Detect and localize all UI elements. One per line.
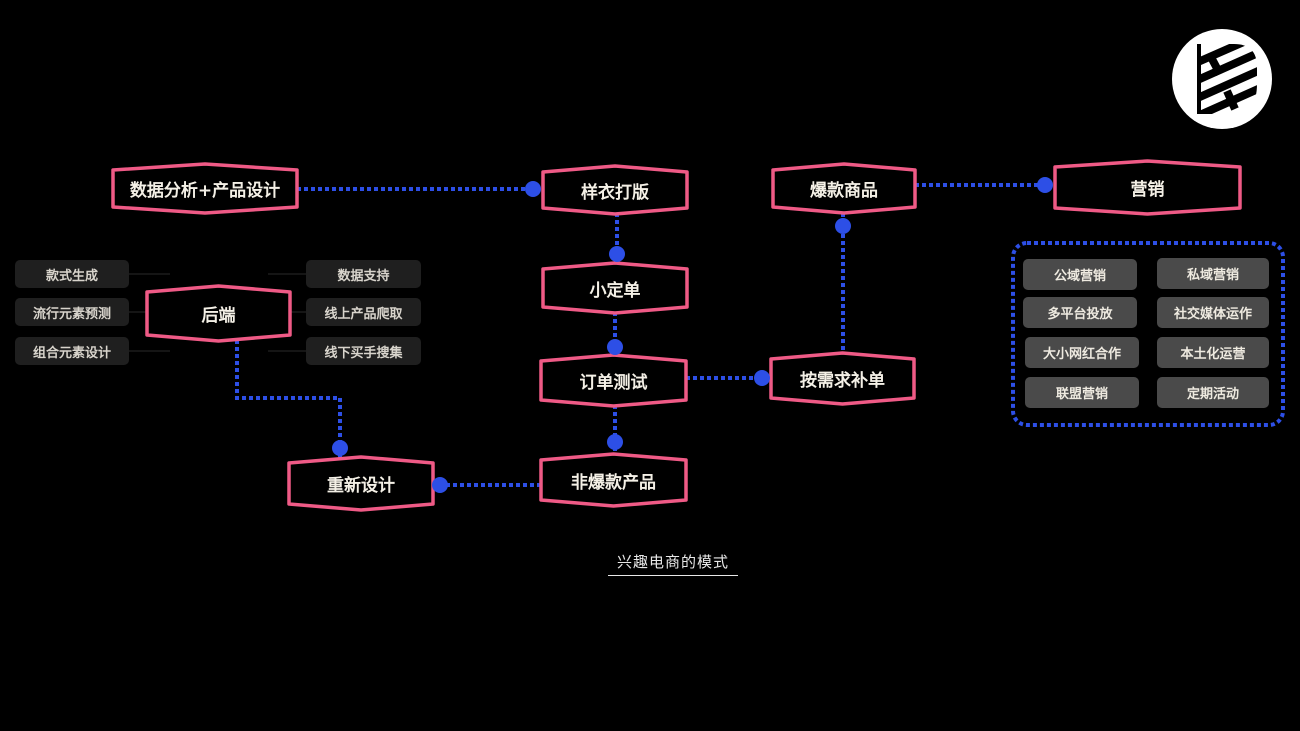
connector-dot bbox=[525, 181, 541, 197]
backend-source-pill: 线上产品爬取 bbox=[306, 298, 421, 326]
marketing-item: 本土化运营 bbox=[1157, 337, 1269, 368]
marketing-item: 联盟营销 bbox=[1025, 377, 1139, 408]
hexagon-node-shape bbox=[541, 164, 689, 216]
node-order-test: 订单测试 bbox=[579, 373, 648, 393]
hexagon-node-shape bbox=[145, 284, 292, 343]
marketing-item: 大小网红合作 bbox=[1025, 337, 1139, 368]
backend-feature-pill: 组合元素设计 bbox=[15, 337, 129, 365]
marketing-item: 公域营销 bbox=[1023, 259, 1137, 290]
connector-dot bbox=[607, 339, 623, 355]
hexagon-node-shape bbox=[539, 452, 688, 508]
node-small-order: 小定单 bbox=[589, 280, 641, 301]
node-non-hot: 非爆款产品 bbox=[571, 472, 656, 493]
marketing-item: 定期活动 bbox=[1157, 377, 1269, 408]
hexagon-node-shape bbox=[539, 353, 688, 408]
diagram-caption: 兴趣电商的模式 bbox=[608, 551, 738, 576]
node-data-analysis: 数据分析+产品设计 bbox=[129, 181, 281, 201]
connector-dot bbox=[835, 218, 851, 234]
marketing-item: 私域营销 bbox=[1157, 258, 1269, 289]
hexagon-node-shape bbox=[769, 351, 916, 406]
node-marketing: 营销 bbox=[1130, 180, 1165, 200]
connector-dot bbox=[607, 434, 623, 450]
backend-source-pill: 数据支持 bbox=[306, 260, 421, 288]
marketing-item: 社交媒体运作 bbox=[1157, 297, 1269, 328]
dotted-connector bbox=[235, 340, 342, 459]
node-backend: 后端 bbox=[201, 306, 236, 326]
node-hot-product: 爆款商品 bbox=[810, 181, 878, 201]
backend-feature-pill: 流行元素预测 bbox=[15, 298, 129, 326]
connector-dot bbox=[1037, 177, 1053, 193]
hexagon-node-shape bbox=[111, 162, 299, 215]
node-redesign: 重新设计 bbox=[327, 476, 395, 496]
backend-feature-pill: 款式生成 bbox=[15, 260, 129, 288]
connector-dot bbox=[432, 477, 448, 493]
backend-source-pill: 线下买手搜集 bbox=[306, 337, 421, 365]
marketing-group-frame bbox=[1011, 241, 1285, 427]
hexagon-node-shape bbox=[541, 261, 689, 315]
hexagon-node-shape bbox=[1053, 159, 1242, 216]
node-sample: 样衣打版 bbox=[581, 182, 649, 203]
node-restock: 按需求补单 bbox=[800, 371, 885, 391]
brand-logo-icon bbox=[1172, 29, 1272, 129]
connector-dot bbox=[754, 370, 770, 386]
hexagon-node-shape bbox=[287, 455, 435, 512]
hexagon-node-shape bbox=[771, 162, 917, 215]
connector-dot bbox=[609, 246, 625, 262]
connector-dot bbox=[332, 440, 348, 456]
marketing-item: 多平台投放 bbox=[1023, 297, 1137, 328]
